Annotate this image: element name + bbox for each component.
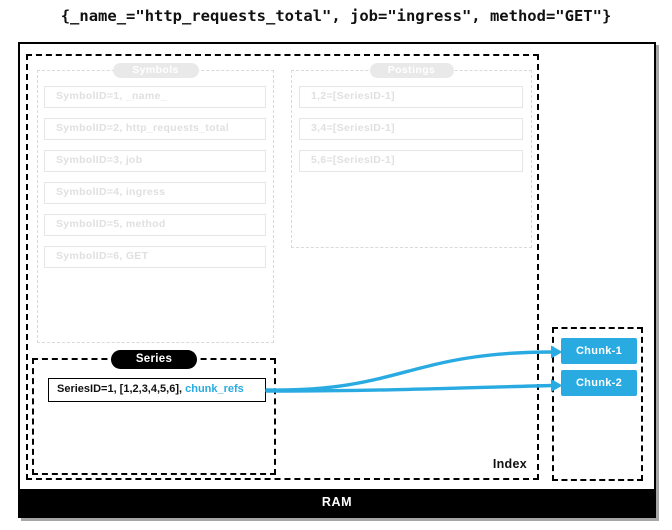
postings-pill: Postings [369,63,454,78]
symbol-row: SymbolID=1, _name_ [44,86,266,108]
postings-section: Postings 1,2=[SeriesID-1] 3,4=[SeriesID-… [291,63,532,248]
posting-row: 1,2=[SeriesID-1] [299,86,523,108]
ram-label: RAM [321,495,353,509]
chunk-item: Chunk-1 [561,338,637,364]
chunk-refs-link: chunk_refs [185,383,244,395]
ram-container: Symbols SymbolID=1, _name_ SymbolID=2, h… [18,42,656,518]
chunks-box: Chunk-1 Chunk-2 [552,327,643,481]
posting-row: 5,6=[SeriesID-1] [299,150,523,172]
posting-row: 3,4=[SeriesID-1] [299,118,523,140]
symbols-section: Symbols SymbolID=1, _name_ SymbolID=2, h… [37,63,274,343]
series-entry: SeriesID=1, [1,2,3,4,5,6], chunk_refs [48,378,266,402]
symbol-row: SymbolID=6, GET [44,246,266,268]
index-label: Index [492,457,527,471]
series-section: Series SeriesID=1, [1,2,3,4,5,6], chunk_… [32,350,276,475]
symbol-row: SymbolID=2, http_requests_total [44,118,266,140]
symbol-row: SymbolID=5, method [44,214,266,236]
symbol-row: SymbolID=3, job [44,150,266,172]
series-pill: Series [111,350,197,369]
series-entry-text: SeriesID=1, [1,2,3,4,5,6], [57,383,186,395]
symbol-row: SymbolID=4, ingress [44,182,266,204]
chunk-item: Chunk-2 [561,370,637,396]
index-box: Symbols SymbolID=1, _name_ SymbolID=2, h… [26,54,539,480]
symbols-pill: Symbols [112,63,199,78]
ram-bar: RAM [20,489,654,516]
page-title: {_name_="http_requests_total", job="ingr… [60,7,612,25]
